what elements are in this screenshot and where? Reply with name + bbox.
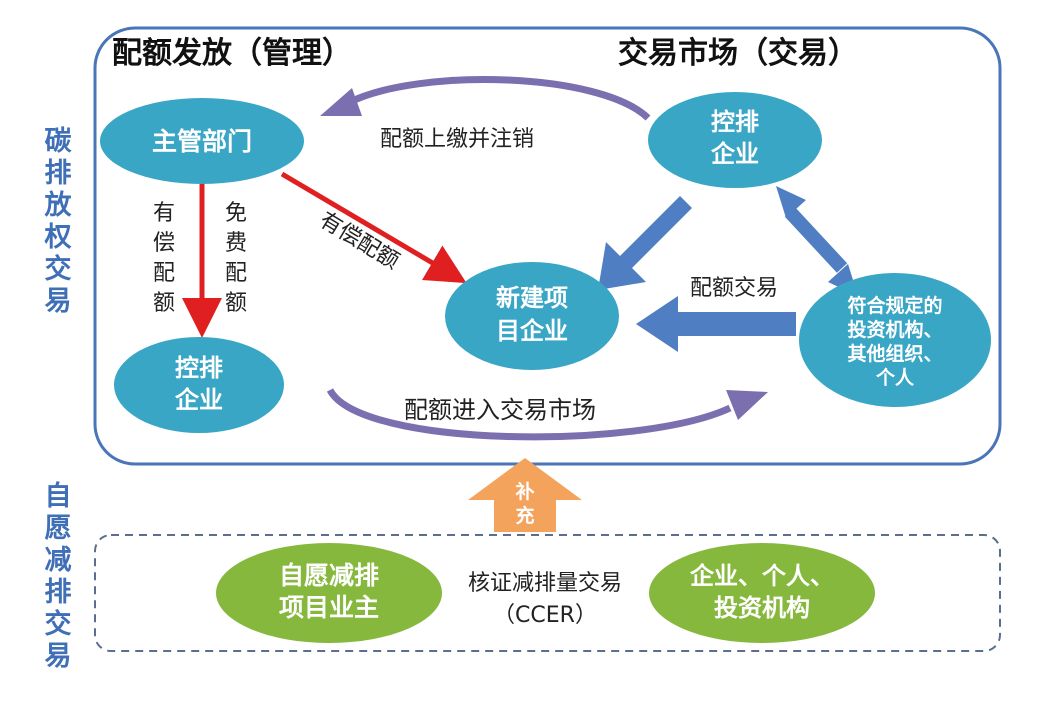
svg-text:交: 交 — [45, 253, 72, 285]
svg-text:控排: 控排 — [175, 354, 223, 382]
svg-text:易: 易 — [45, 286, 72, 317]
svg-text:配: 配 — [153, 261, 175, 286]
label-surrender: 配额上缴并注销 — [380, 127, 534, 152]
supplement-arrow: 补 充 — [468, 458, 582, 532]
svg-text:其他组织、: 其他组织、 — [847, 342, 942, 365]
svg-text:偿: 偿 — [153, 231, 175, 256]
surrender-curved-arrow — [320, 76, 651, 121]
side-label-carbon-trading: 碳 排 放 权 交 易 — [44, 126, 73, 317]
svg-text:充: 充 — [515, 504, 534, 527]
label-free-vertical: 免 费 配 额 — [225, 201, 247, 316]
svg-text:个人: 个人 — [875, 367, 915, 389]
svg-text:控排: 控排 — [711, 108, 759, 136]
svg-text:额: 额 — [225, 291, 247, 316]
svg-text:排: 排 — [45, 158, 72, 189]
svg-text:减: 减 — [45, 545, 72, 576]
node-emitter-top: 控排 企业 — [648, 92, 822, 188]
svg-text:愿: 愿 — [45, 513, 72, 544]
side-label-voluntary-trading: 自 愿 减 排 交 易 — [45, 480, 72, 672]
svg-text:新建项: 新建项 — [496, 284, 568, 312]
svg-text:企业、个人、: 企业、个人、 — [690, 562, 834, 590]
svg-text:符合规定的: 符合规定的 — [847, 294, 942, 317]
node-new-project: 新建项 目企业 — [445, 262, 619, 370]
svg-text:主管部门: 主管部门 — [152, 127, 252, 156]
svg-text:企业: 企业 — [175, 386, 223, 414]
label-paid-vertical: 有 偿 配 额 — [153, 201, 175, 316]
node-emitter-left: 控排 企业 — [114, 337, 284, 433]
label-quota-trade: 配额交易 — [690, 276, 778, 301]
node-authority: 主管部门 — [100, 98, 304, 184]
heading-market: 交易市场（交易） — [618, 36, 858, 71]
svg-text:放: 放 — [44, 189, 73, 221]
arrow-emitter-to-new-project — [598, 196, 692, 290]
node-investors: 符合规定的 投资机构、 其他组织、 个人 — [799, 273, 991, 407]
label-ccer-sub: （CCER） — [493, 603, 597, 628]
heading-allocation: 配额发放（管理） — [112, 36, 352, 71]
svg-text:权: 权 — [44, 222, 72, 253]
svg-text:投资机构、: 投资机构、 — [847, 318, 942, 341]
svg-text:补: 补 — [515, 480, 534, 503]
svg-text:免: 免 — [225, 201, 247, 226]
svg-text:自: 自 — [45, 480, 72, 512]
arrow-investors-to-new-project — [636, 296, 796, 352]
svg-text:交: 交 — [45, 608, 72, 640]
svg-text:投资机构: 投资机构 — [714, 594, 810, 622]
label-enter-market: 配额进入交易市场 — [404, 396, 596, 424]
svg-text:企业: 企业 — [711, 140, 759, 168]
svg-text:碳: 碳 — [45, 126, 73, 157]
svg-text:自愿减排: 自愿减排 — [279, 561, 379, 590]
label-ccer-title: 核证减排量交易 — [468, 571, 622, 596]
svg-text:易: 易 — [45, 641, 72, 672]
node-voluntary-owner: 自愿减排 项目业主 — [216, 543, 442, 643]
svg-text:费: 费 — [225, 231, 247, 256]
svg-text:有: 有 — [153, 201, 175, 226]
svg-text:排: 排 — [45, 577, 72, 608]
svg-text:配: 配 — [225, 261, 247, 286]
svg-text:目企业: 目企业 — [496, 317, 568, 345]
svg-text:额: 额 — [153, 291, 175, 316]
node-buyers: 企业、个人、 投资机构 — [649, 543, 875, 643]
paid-allocation-arrow — [280, 171, 467, 284]
svg-text:项目业主: 项目业主 — [279, 593, 379, 622]
enter-market-curved-arrow — [326, 388, 768, 441]
